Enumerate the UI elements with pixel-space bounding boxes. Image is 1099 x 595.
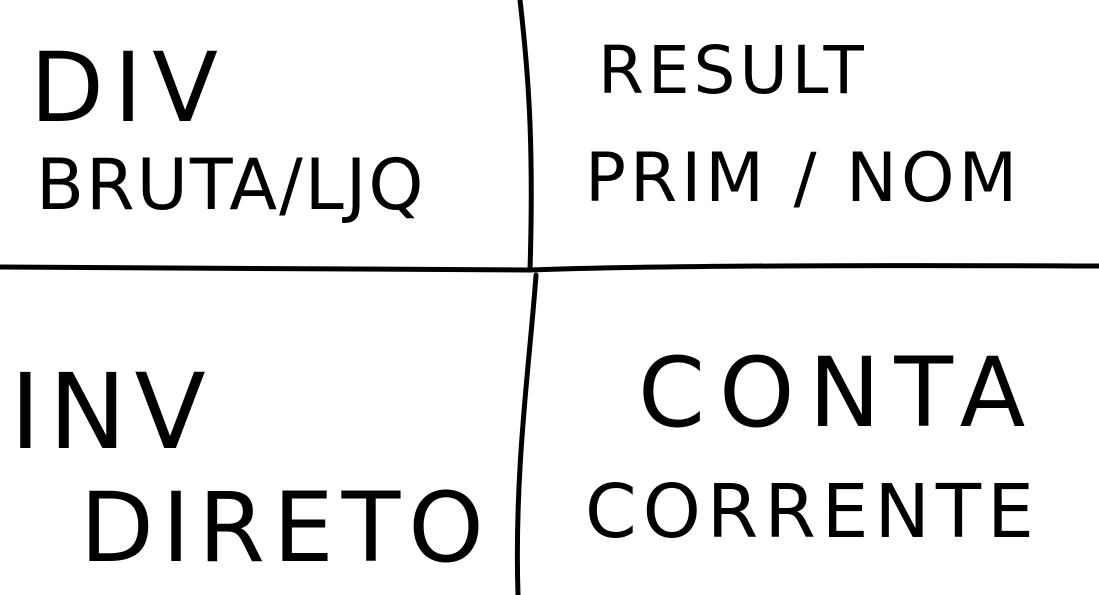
quadrant-top-left-line1: DIV: [30, 32, 228, 144]
quadrant-bottom-right-line2: CORRENTE: [585, 469, 1040, 555]
quadrant-bottom-left-line1: INV: [10, 351, 214, 473]
quadrant-top-left-line2: BRUTA/LJQ: [36, 144, 426, 226]
quadrant-top-right-line1: RESULT: [598, 32, 868, 109]
vertical-divider-top: [517, 0, 534, 273]
quadrant-bottom-right-line1: CONTA: [638, 337, 1040, 449]
quadrant-bottom-left-line2: DIRETO: [80, 472, 492, 584]
horizontal-divider: [0, 263, 1099, 273]
quadrant-top-right-line2: PRIM / NOM: [585, 139, 1022, 218]
vertical-divider-bottom: [514, 272, 539, 595]
